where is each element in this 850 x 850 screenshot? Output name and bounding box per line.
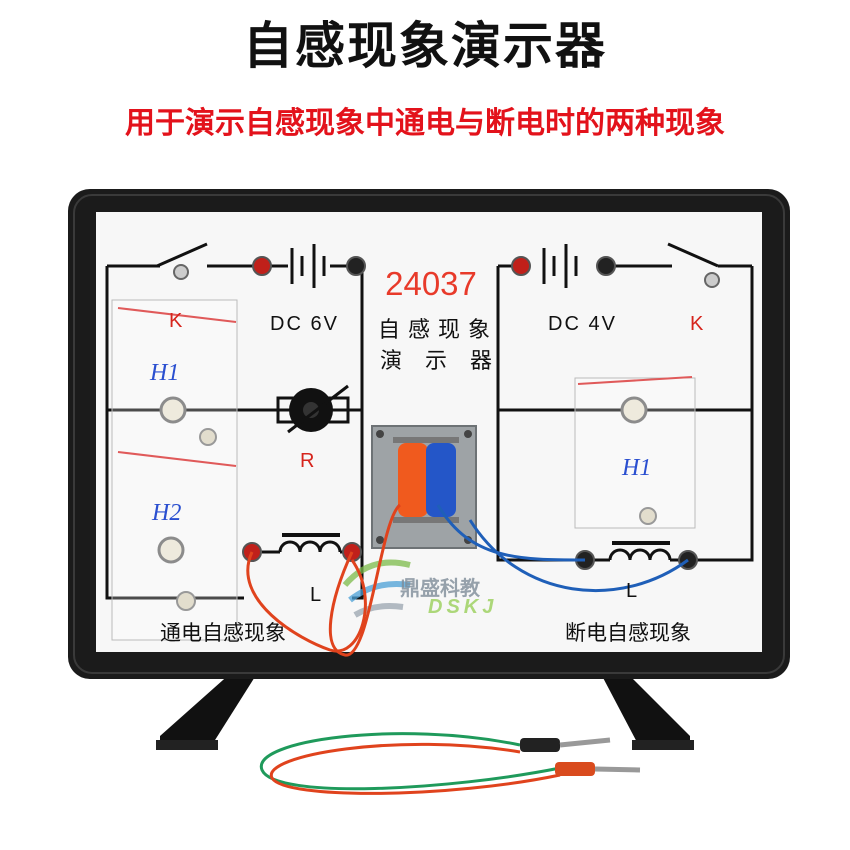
brand-logo-name: 鼎盛科教 [400, 576, 480, 600]
left-red-terminal[interactable] [252, 256, 272, 276]
left-bulb-h2[interactable] [157, 536, 185, 564]
right-black-terminal[interactable] [596, 256, 616, 276]
left-supply-label: DC 6V [270, 313, 339, 335]
model-number: 24037 [385, 265, 477, 302]
right-inductor-label: L [626, 580, 638, 602]
left-black-terminal[interactable] [346, 256, 366, 276]
brand-logo-latin: DSKJ [428, 596, 498, 618]
handwritten-tag-h1-left: H1 [150, 360, 180, 386]
stand [156, 672, 694, 750]
page-title: 自感现象演示器 [243, 17, 607, 75]
left-switch-label: K [169, 310, 183, 332]
right-supply-label: DC 4V [548, 313, 617, 335]
left-battery-symbol [290, 244, 326, 288]
center-name-line1: 自感现象 [378, 318, 499, 343]
brand-logo-mark [342, 559, 411, 618]
right-switch-label: K [690, 313, 704, 335]
right-red-terminal[interactable] [511, 256, 531, 276]
handwritten-tag-h1-right: H1 [622, 455, 652, 481]
right-switch[interactable] [704, 272, 720, 288]
page-subtitle: 用于演示自感现象中通电与断电时的两种现象 [125, 106, 725, 141]
center-name-line2: 演 示 器 [380, 349, 500, 374]
loose-test-lead [259, 732, 641, 795]
rheostat-knob[interactable] [276, 384, 350, 434]
right-caption: 断电自感现象 [565, 621, 691, 645]
left-inductor-label: L [310, 584, 322, 606]
resistor-label: R [300, 450, 315, 472]
right-bulb-h1[interactable] [620, 396, 648, 424]
left-switch[interactable] [173, 264, 189, 280]
handwritten-tag-h2: H2 [152, 500, 182, 526]
left-caption: 通电自感现象 [160, 621, 286, 645]
left-bulb-h1[interactable] [159, 396, 187, 424]
right-battery-symbol [542, 244, 578, 288]
patch-wires [246, 503, 689, 657]
